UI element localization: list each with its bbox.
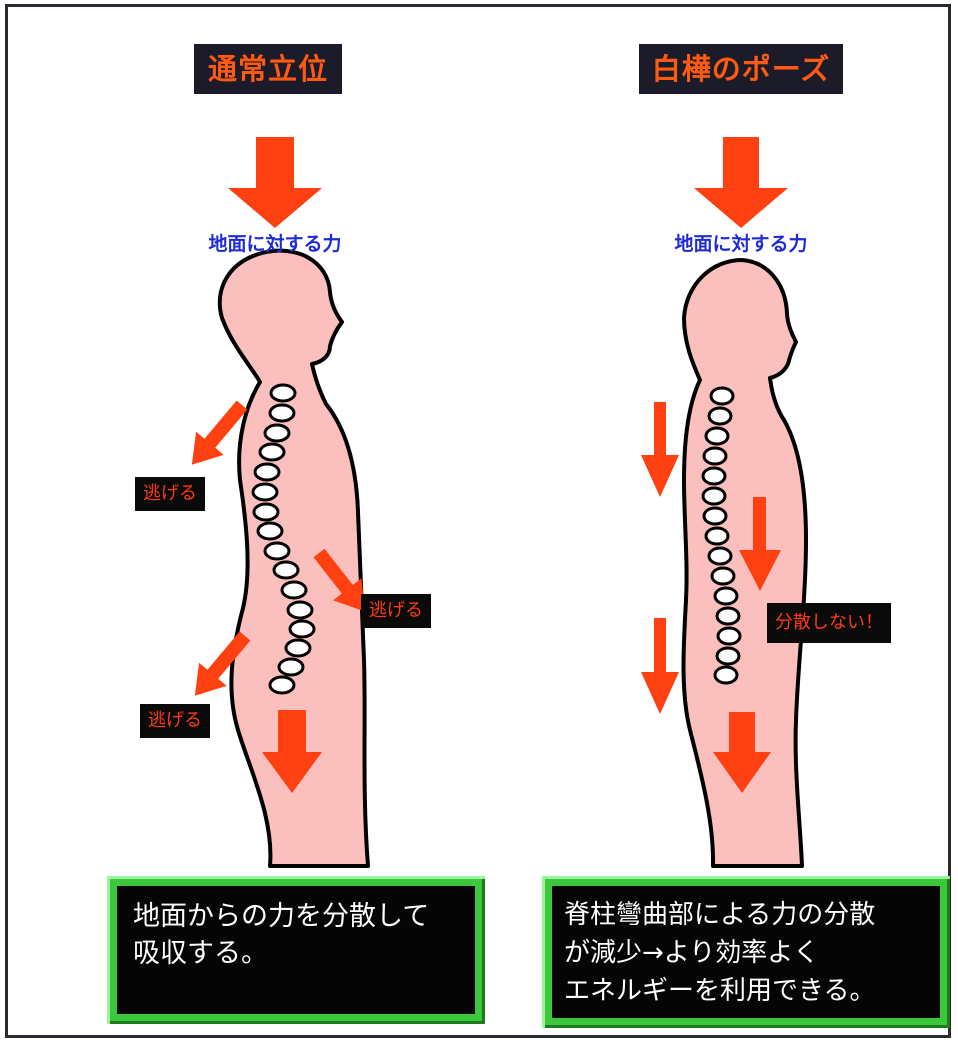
right-title: 白樺のポーズ <box>639 44 843 94</box>
vertebra <box>253 484 277 500</box>
vertebra <box>704 508 726 524</box>
vertebra <box>717 608 739 624</box>
caption-line: 吸収する。 <box>133 935 459 972</box>
vertebra <box>715 588 737 604</box>
right-force-label: 地面に対する力 <box>646 229 836 256</box>
vertebra <box>712 568 734 584</box>
left-title: 通常立位 <box>194 44 342 94</box>
vertebra <box>711 388 733 404</box>
vertebra <box>271 385 295 401</box>
vertebra <box>704 448 726 464</box>
escape-tag-upper: 逃げる <box>135 477 205 511</box>
no-dispersion-tag: 分散しない！ <box>767 603 891 643</box>
vertebra <box>279 659 303 675</box>
down-arrow-lower <box>641 618 679 714</box>
vertebra <box>718 628 740 644</box>
escape-tag-lower: 逃げる <box>140 704 210 738</box>
vertebra <box>270 677 294 693</box>
left-force-label: 地面に対する力 <box>180 229 370 256</box>
vertebra <box>703 488 725 504</box>
vertebra <box>265 425 289 441</box>
down-arrow-upper <box>641 402 679 497</box>
vertebra <box>265 543 289 559</box>
vertebra <box>255 464 279 480</box>
vertebra <box>254 504 278 520</box>
vertebra <box>709 548 731 564</box>
top-down-arrow <box>694 137 788 228</box>
vertebra <box>258 523 282 539</box>
right-caption-box: 脊柱彎曲部による力の分散 が減少→より効率よく エネルギーを利用できる。 <box>542 876 950 1028</box>
left-caption-box: 地面からの力を分散して 吸収する。 <box>107 876 485 1024</box>
vertebra <box>274 562 298 578</box>
vertebra <box>288 602 312 618</box>
vertebra <box>715 667 737 683</box>
caption-line: 脊柱彎曲部による力の分散 <box>564 896 928 934</box>
vertebra <box>706 528 728 544</box>
vertebra <box>260 444 284 460</box>
vertebra <box>703 468 725 484</box>
vertebra <box>286 640 310 656</box>
vertebra <box>706 428 728 444</box>
caption-line: 地面からの力を分散して <box>133 898 459 935</box>
vertebra <box>290 621 314 637</box>
vertebra <box>282 582 306 598</box>
caption-line: が減少→より効率よく <box>564 934 928 972</box>
left-caption-text: 地面からの力を分散して 吸収する。 <box>117 886 475 1014</box>
top-down-arrow <box>228 137 322 228</box>
vertebra <box>717 648 739 664</box>
caption-line: エネルギーを利用できる。 <box>564 972 928 1010</box>
vertebra <box>709 408 731 424</box>
right-caption-text: 脊柱彎曲部による力の分散 が減少→より効率よく エネルギーを利用できる。 <box>552 886 940 1018</box>
vertebra <box>270 405 294 421</box>
escape-tag-middle: 逃げる <box>361 594 431 628</box>
